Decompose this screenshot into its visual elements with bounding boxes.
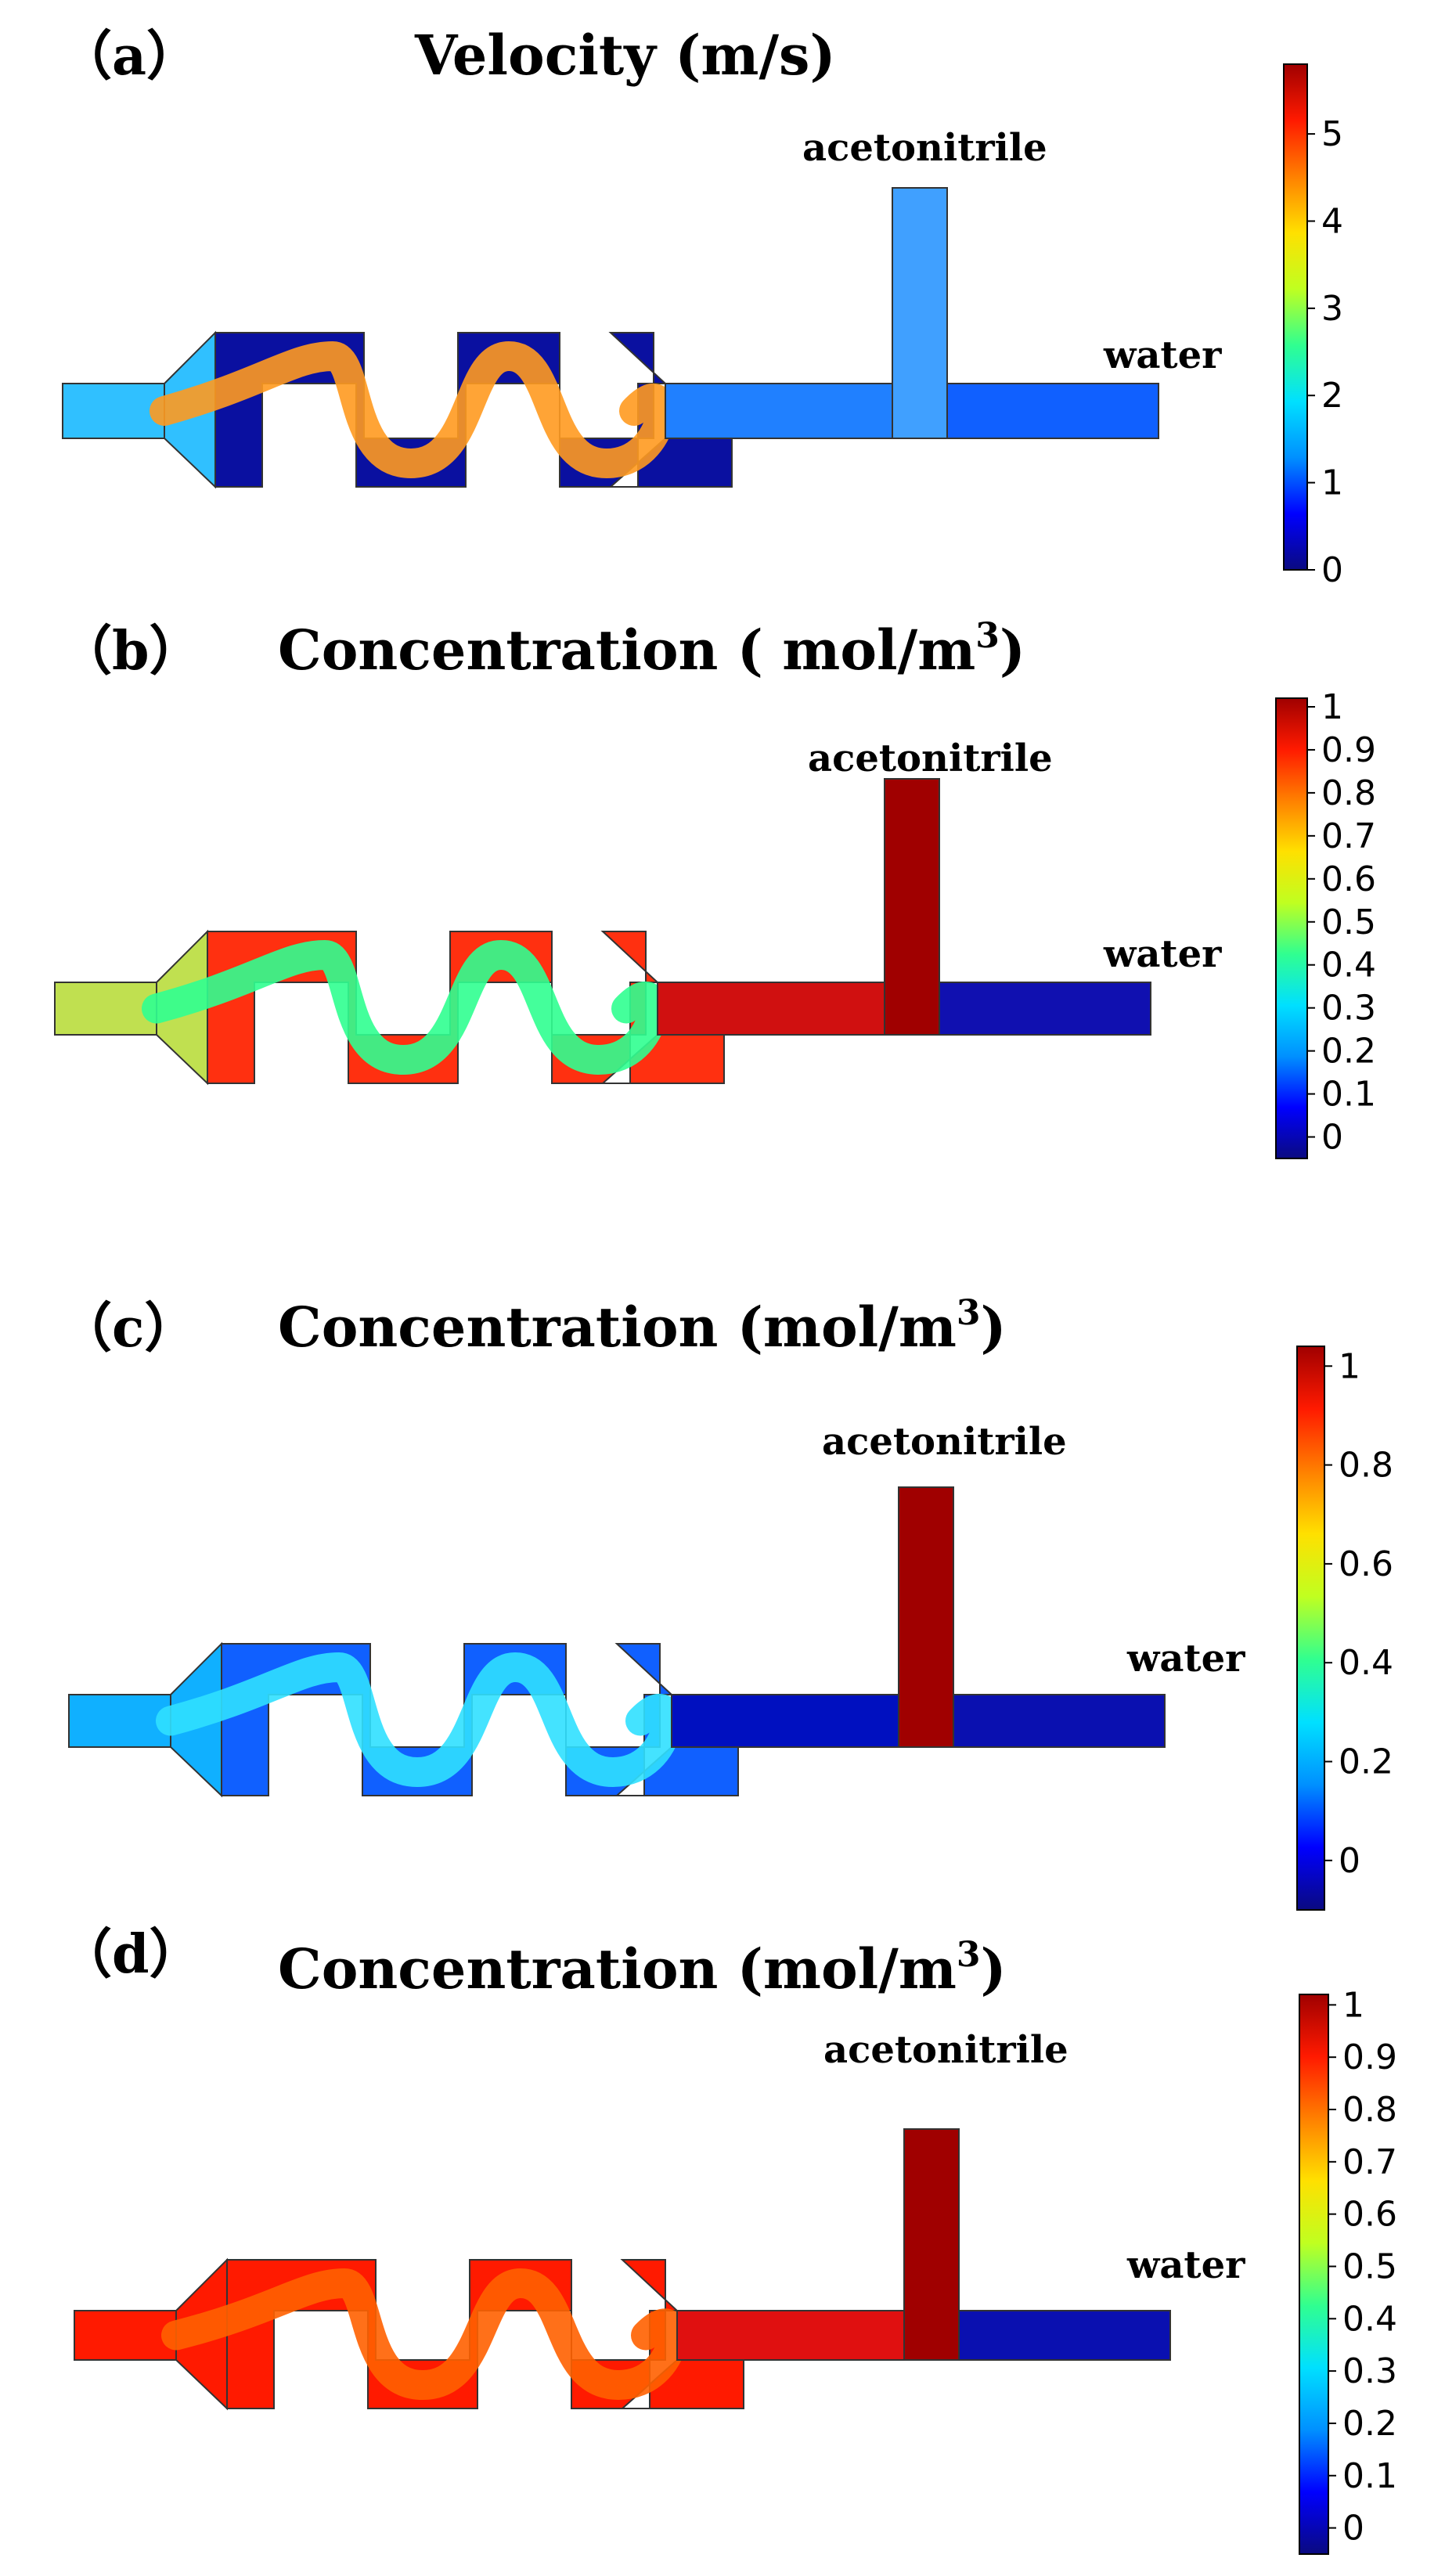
panel-b: （b） Concentration ( mol/m3) acetonitrile wa… xyxy=(54,616,1376,1159)
inlet-channel xyxy=(74,2310,177,2361)
panel-title: Velocity (m/s) xyxy=(414,23,836,88)
colorbar-tick-label: 0.2 xyxy=(1321,1032,1376,1072)
panel-a: （a） Velocity (m/s) acetonitrile water 0 1 2 3 4 5 xyxy=(59,23,1343,590)
colorbar-tick-label: 0.3 xyxy=(1342,2351,1397,2391)
colorbar xyxy=(1296,1346,1325,1911)
colorbar-tick-label: 1 xyxy=(1321,687,1343,727)
colorbar-tick-label: 0.2 xyxy=(1342,2404,1397,2444)
panel-label: （d） xyxy=(59,1923,203,1986)
colorbar-tick-label: 0 xyxy=(1321,1118,1343,1158)
colorbar xyxy=(1275,697,1308,1159)
water-inlet xyxy=(939,982,1151,1036)
colorbar-tick-label: 0.9 xyxy=(1342,2037,1397,2077)
colorbar-tick-label: 0 xyxy=(1342,2509,1364,2549)
colorbar-tick-label: 0.1 xyxy=(1321,1075,1376,1115)
panel-label: （b） xyxy=(59,620,203,683)
mixing-channel xyxy=(665,383,893,439)
water-inlet xyxy=(953,1694,1166,1748)
inlet-channel xyxy=(54,982,157,1036)
colorbar-tick-label: 0.8 xyxy=(1339,1446,1393,1486)
water-inlet xyxy=(946,383,1159,439)
inlet-channel xyxy=(62,383,165,439)
water-label: water xyxy=(1126,1637,1245,1681)
colorbar-tick-label: 3 xyxy=(1321,289,1343,329)
inlet-channel xyxy=(68,1694,171,1748)
panel-d: （d） Concentration (mol/m3) acetonitrile wat… xyxy=(59,1923,1397,2555)
colorbar-tick-label: 0.1 xyxy=(1342,2456,1397,2496)
water-label: water xyxy=(1103,932,1222,976)
colorbar-tick-label: 0 xyxy=(1321,550,1343,590)
colorbar-tick-label: 0.5 xyxy=(1321,903,1376,942)
colorbar-tick-label: 4 xyxy=(1321,201,1343,241)
acetonitrile-label: acetonitrile xyxy=(822,1420,1067,1464)
acetonitrile-inlet xyxy=(898,1486,954,1748)
colorbar-tick-label: 0.4 xyxy=(1321,946,1376,985)
panel-c: （c） Concentration (mol/m3) acetonitrile wat… xyxy=(59,1293,1393,1911)
panel-title: Concentration ( mol/m3) xyxy=(278,616,1025,683)
panel-label: （a） xyxy=(59,25,200,88)
flow-stream xyxy=(150,340,676,479)
mixing-channel xyxy=(671,1694,899,1748)
acetonitrile-label: acetonitrile xyxy=(823,2028,1068,2072)
colorbar-tick-label: 0.8 xyxy=(1321,773,1376,813)
colorbar-tick-label: 0.6 xyxy=(1339,1544,1393,1584)
colorbar-tick-label: 0.6 xyxy=(1342,2195,1397,2235)
acetonitrile-inlet xyxy=(884,778,940,1036)
colorbar-tick-label: 1 xyxy=(1321,463,1343,503)
colorbar-tick-label: 0.9 xyxy=(1321,730,1376,770)
colorbar xyxy=(1299,1994,1329,2555)
panel-label: （c） xyxy=(59,1297,197,1360)
colorbar-tick-label: 0.7 xyxy=(1342,2142,1397,2182)
water-label: water xyxy=(1126,2243,1245,2287)
panel-title: Concentration (mol/m3) xyxy=(278,1935,1007,2001)
colorbar-tick-label: 0.6 xyxy=(1321,859,1376,899)
panel-title: Concentration (mol/m3) xyxy=(278,1293,1007,1360)
water-inlet xyxy=(958,2310,1171,2361)
colorbar-tick-label: 0 xyxy=(1339,1841,1360,1881)
colorbar-tick-label: 5 xyxy=(1321,114,1343,154)
flow-stream xyxy=(161,2268,688,2401)
mixing-channel xyxy=(676,2310,905,2361)
colorbar-tick-label: 0.4 xyxy=(1342,2299,1397,2339)
mixing-channel xyxy=(657,982,885,1036)
acetonitrile-inlet xyxy=(892,187,948,439)
acetonitrile-label: acetonitrile xyxy=(802,126,1047,170)
colorbar-tick-label: 0.4 xyxy=(1339,1643,1393,1683)
water-label: water xyxy=(1103,333,1222,377)
colorbar-tick-label: 1 xyxy=(1342,1985,1364,2025)
colorbar-tick-label: 0.2 xyxy=(1339,1742,1393,1782)
colorbar-tick-label: 0.3 xyxy=(1321,989,1376,1029)
colorbar-tick-label: 0.5 xyxy=(1342,2246,1397,2286)
flow-stream xyxy=(156,1652,683,1788)
flow-stream xyxy=(142,939,668,1075)
colorbar-tick-label: 1 xyxy=(1339,1346,1360,1386)
acetonitrile-label: acetonitrile xyxy=(808,737,1053,780)
colorbar-tick-label: 2 xyxy=(1321,376,1343,416)
colorbar-tick-label: 0.8 xyxy=(1342,2090,1397,2130)
colorbar-tick-label: 0.7 xyxy=(1321,816,1376,856)
colorbar xyxy=(1283,63,1308,571)
acetonitrile-inlet xyxy=(903,2128,960,2361)
